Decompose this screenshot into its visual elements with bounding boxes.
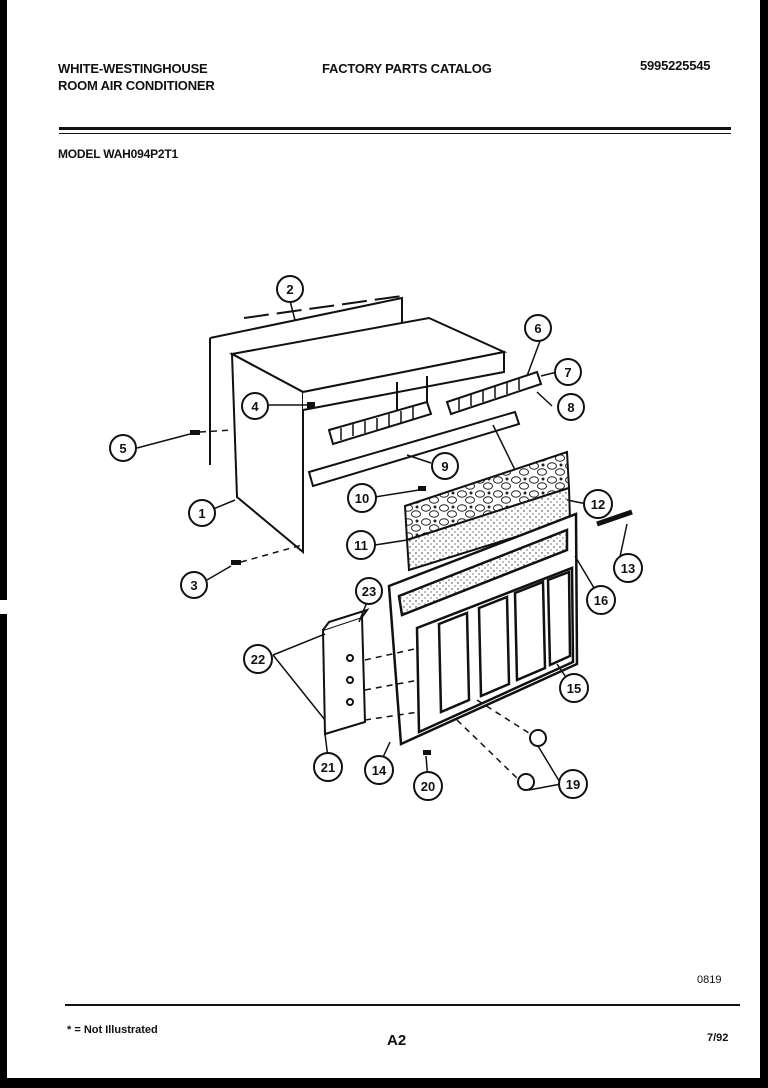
svg-text:11: 11 — [354, 538, 368, 553]
callout-5: 5 — [109, 434, 137, 462]
callout-15: 15 — [559, 673, 589, 703]
callout-7: 7 — [554, 358, 582, 386]
svg-text:23: 23 — [362, 584, 376, 599]
brand-heading: WHITE-WESTINGHOUSE ROOM AIR CONDITIONER — [58, 60, 215, 94]
front-grille — [387, 509, 633, 746]
callout-11: 11 — [346, 530, 376, 560]
part-number: 5995225545 — [640, 58, 711, 73]
callout-16: 16 — [586, 585, 616, 615]
footnote: * = Not Illustrated — [67, 1024, 158, 1036]
svg-text:8: 8 — [567, 400, 574, 415]
callout-9: 9 — [431, 452, 459, 480]
svg-text:4: 4 — [251, 399, 259, 414]
callout-4: 4 — [241, 392, 269, 420]
catalog-page: WHITE-WESTINGHOUSE ROOM AIR CONDITIONER … — [7, 0, 760, 1078]
callout-3: 3 — [180, 571, 208, 599]
callout-20: 20 — [413, 771, 443, 801]
catalog-title: FACTORY PARTS CATALOG — [322, 61, 492, 76]
svg-text:12: 12 — [591, 497, 605, 512]
cabinet-body — [229, 316, 508, 555]
header-rule — [59, 127, 731, 130]
svg-text:20: 20 — [421, 779, 435, 794]
header-rule-thin — [59, 133, 731, 134]
svg-text:6: 6 — [534, 321, 541, 336]
svg-text:3: 3 — [190, 578, 197, 593]
svg-text:15: 15 — [567, 681, 581, 696]
callout-1: 1 — [188, 499, 216, 527]
svg-text:7: 7 — [564, 365, 571, 380]
callout-2: 2 — [276, 275, 304, 303]
svg-text:14: 14 — [372, 763, 387, 778]
callout-21: 21 — [313, 752, 343, 782]
svg-text:9: 9 — [441, 459, 448, 474]
callouts: 1 2 3 4 5 6 7 8 9 10 11 12 13 14 15 16 1… — [109, 275, 643, 801]
svg-text:19: 19 — [566, 777, 580, 792]
page-number: A2 — [387, 1032, 407, 1049]
leader-lines — [136, 300, 628, 791]
callout-12: 12 — [583, 489, 613, 519]
callout-19: 19 — [558, 769, 588, 799]
svg-text:16: 16 — [594, 593, 608, 608]
svg-text:10: 10 — [355, 491, 369, 506]
model-number: MODEL WAH094P2T1 — [58, 147, 178, 161]
brand-line-2: ROOM AIR CONDITIONER — [58, 78, 215, 93]
diagram-code: 0819 — [697, 974, 722, 986]
callout-22: 22 — [243, 644, 273, 674]
callout-8: 8 — [557, 393, 585, 421]
exploded-parts-diagram: 1 2 3 4 5 6 7 8 9 10 11 12 13 14 15 16 1… — [109, 275, 643, 801]
callout-13: 13 — [613, 553, 643, 583]
callout-6: 6 — [524, 314, 552, 342]
svg-text:13: 13 — [621, 561, 635, 576]
callout-23: 23 — [355, 577, 383, 605]
screws — [190, 402, 431, 755]
explosion-lines — [199, 429, 533, 781]
svg-text:5: 5 — [119, 441, 126, 456]
control-panel — [321, 608, 370, 736]
svg-text:2: 2 — [286, 282, 293, 297]
knobs — [517, 729, 547, 791]
callout-10: 10 — [347, 483, 377, 513]
callout-14: 14 — [364, 755, 394, 785]
svg-text:22: 22 — [251, 652, 265, 667]
rail-slots — [340, 378, 520, 440]
brand-line-1: WHITE-WESTINGHOUSE — [58, 61, 208, 76]
svg-text:1: 1 — [198, 506, 205, 521]
footer-rule — [65, 1004, 740, 1006]
revision-date: 7/92 — [707, 1032, 729, 1044]
svg-text:21: 21 — [321, 760, 335, 775]
edge-mark — [0, 600, 7, 614]
